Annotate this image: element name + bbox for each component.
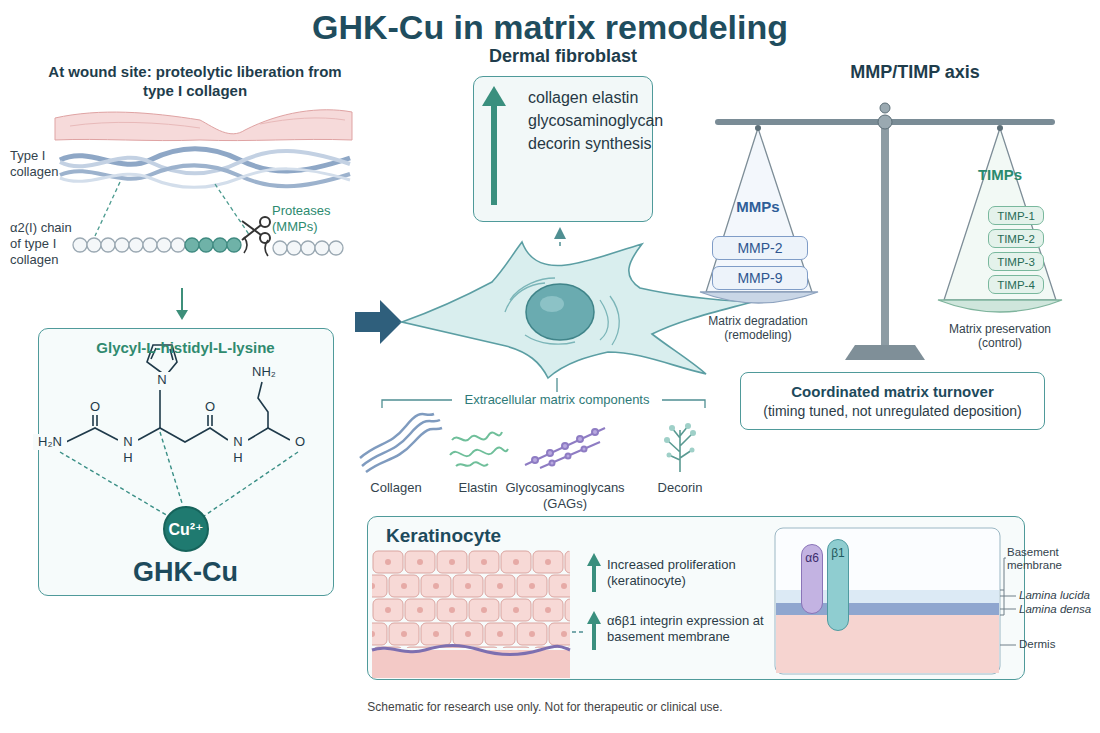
copper-ion: Cu²⁺ xyxy=(163,506,209,552)
subunit-label: α6 xyxy=(805,551,819,565)
component-label: Collagen xyxy=(360,480,432,496)
panel-heading: Dermal fibroblast xyxy=(463,46,663,67)
atom-label: H xyxy=(118,450,138,466)
atom-label: N xyxy=(228,434,248,450)
layer-label: Lamina lucida xyxy=(1019,589,1100,602)
compound-label: GHK-Cu xyxy=(39,557,332,588)
atom-label: O xyxy=(290,434,310,450)
integrin-subunit: α6 xyxy=(801,544,823,614)
atom-label: O xyxy=(80,399,110,415)
keratinocyte-panel: KeratinocyteIncreased proliferation (ker… xyxy=(367,516,1025,680)
enzyme-pill: MMP-2 xyxy=(712,236,808,260)
pan-caption: Matrix preservation (control) xyxy=(940,322,1060,350)
panel-heading: Keratinocyte xyxy=(386,525,586,547)
compound-box: Glycyl-L-histidyl-L-lysineGHK-Cu Cu²⁺ xyxy=(38,328,334,596)
atom-label: H xyxy=(228,450,248,466)
effect-text: α6β1 integrin expression at basement mem… xyxy=(607,613,772,645)
enzyme-pill: MMP-9 xyxy=(712,266,808,290)
atom-label: NH₂ xyxy=(247,364,281,380)
synthesis-list: collagen elastin glycosaminoglycan decor… xyxy=(528,86,663,155)
pan-label: TIMPs xyxy=(970,166,1030,183)
inhibitor-pill: TIMP-4 xyxy=(988,275,1044,294)
summary-heading: Coordinated matrix turnover xyxy=(791,383,994,400)
atom-label: N xyxy=(118,434,138,450)
inhibitor-name: TIMP-2 xyxy=(997,233,1035,245)
enzyme-label: Proteases (MMPs) xyxy=(272,203,352,235)
component-label: Decorin xyxy=(650,480,710,496)
compound-name: Glycyl-L-histidyl-L-lysine xyxy=(39,339,332,356)
footer-caption: Schematic for research use only. Not for… xyxy=(150,700,940,714)
bracket-label: Extracellular matrix components xyxy=(452,392,662,407)
layer-label: Basement membrane xyxy=(1007,546,1100,572)
structure-label: α2(I) chain of type I collagen xyxy=(10,220,80,268)
component-label: Elastin xyxy=(445,480,511,496)
inhibitor-pill: TIMP-3 xyxy=(988,252,1044,271)
inhibitor-name: TIMP-4 xyxy=(997,279,1035,291)
inhibitor-name: TIMP-1 xyxy=(997,210,1035,222)
summary-note: (timing tuned, not unregulated depositio… xyxy=(763,403,1021,419)
atom-label: N xyxy=(152,372,172,388)
layer-label: Dermis xyxy=(1019,638,1100,651)
enzyme-name: MMP-9 xyxy=(737,270,782,286)
inhibitor-pill: TIMP-1 xyxy=(988,206,1044,225)
effect-text: Increased proliferation (keratinocyte) xyxy=(607,557,767,589)
summary-box: Coordinated matrix turnover (timing tuned… xyxy=(740,372,1045,430)
component-label: Glycosaminoglycans (GAGs) xyxy=(502,480,628,512)
atom-label: O xyxy=(200,399,220,415)
ion-label: Cu²⁺ xyxy=(168,520,203,539)
subunit-label: β1 xyxy=(831,546,845,560)
pan-caption: Matrix degradation (remodeling) xyxy=(698,314,818,342)
output-box: collagen elastin glycosaminoglycan decor… xyxy=(473,76,653,222)
pan-label: MMPs xyxy=(728,198,788,215)
inhibitor-pill: TIMP-2 xyxy=(988,229,1044,248)
layer-label: Lamina densa xyxy=(1019,603,1100,616)
inhibitor-name: TIMP-3 xyxy=(997,256,1035,268)
enzyme-name: MMP-2 xyxy=(737,240,782,256)
atom-label: H₂N xyxy=(33,434,67,450)
panel-heading: MMP/TIMP axis xyxy=(780,62,1050,83)
integrin-subunit: β1 xyxy=(827,539,849,631)
panel-heading: At wound site: proteolytic liberation fr… xyxy=(40,62,350,100)
diagram-title: GHK-Cu in matrix remodeling xyxy=(0,8,1100,47)
structure-label: Type I collagen xyxy=(10,148,70,180)
